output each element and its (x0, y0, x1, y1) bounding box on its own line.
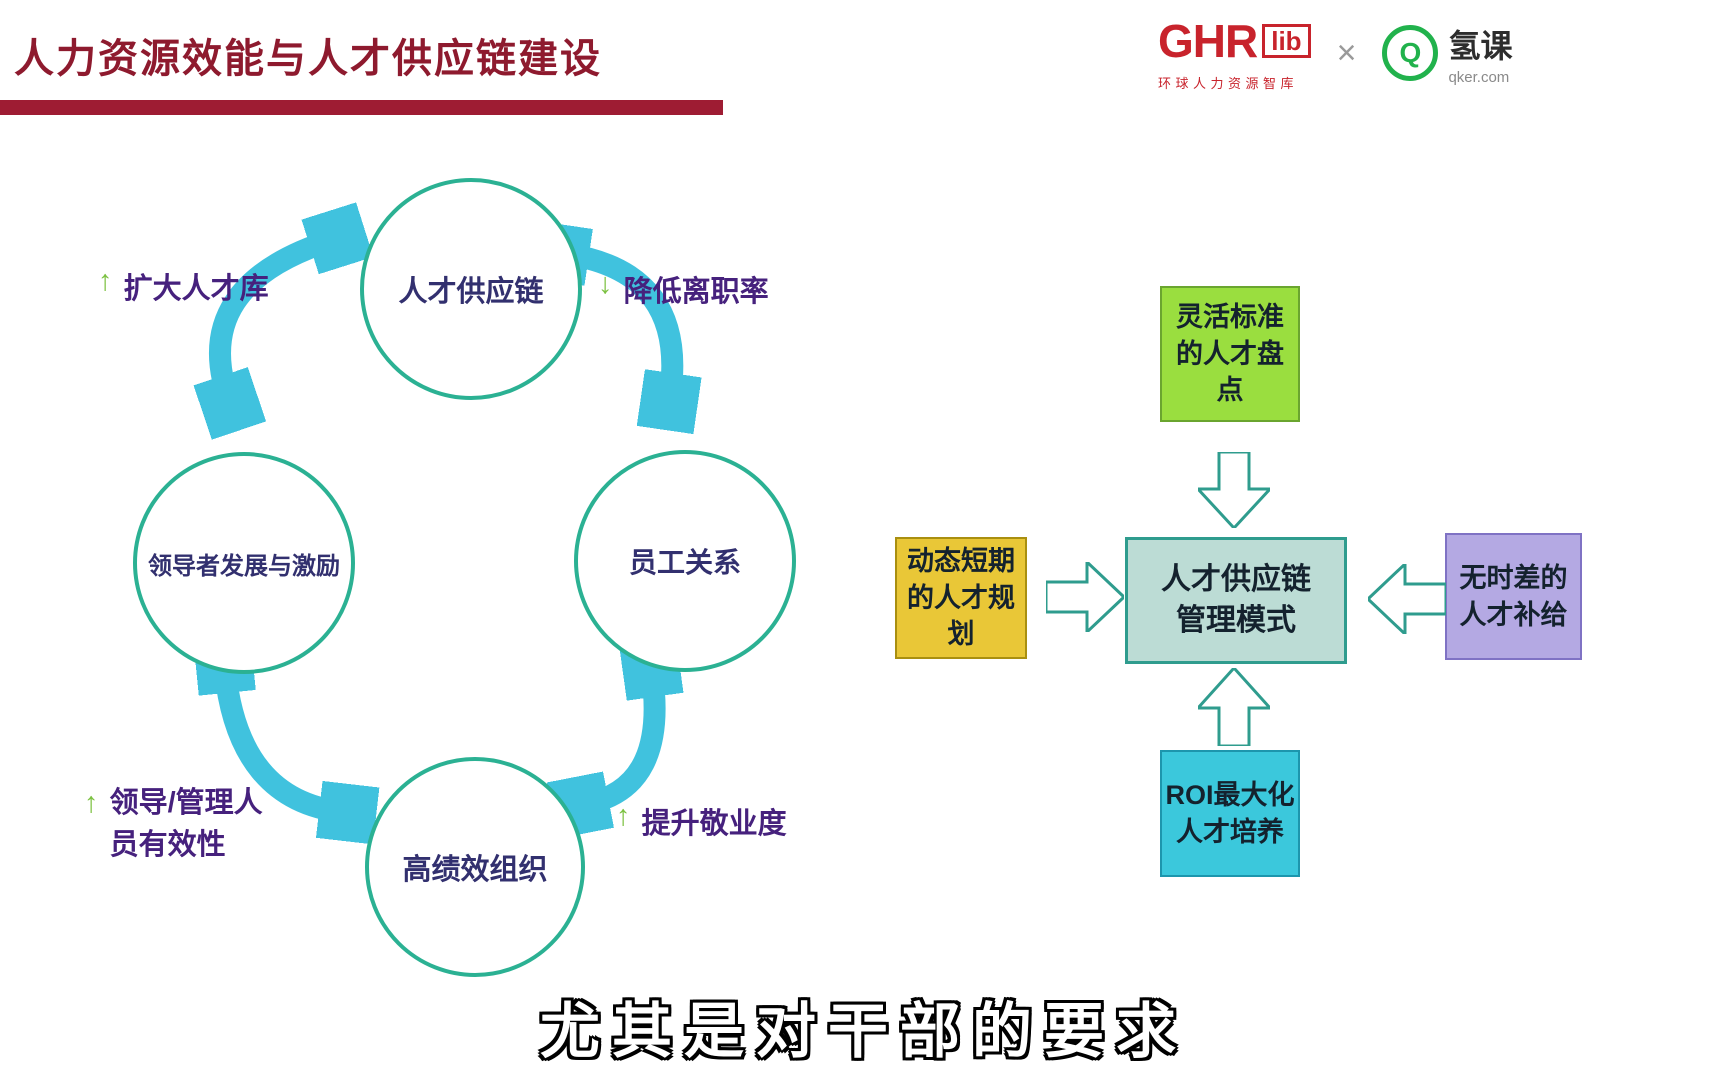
annotation-text: 扩大人才库 (123, 273, 269, 305)
ghr-lib-badge: lib (1262, 24, 1311, 58)
box-talent-supply-chain-model: 人才供应链 管理模式 (1125, 537, 1347, 664)
header-logos: GHR lib 环球人力资源智库 × Q 氢课 qker.com (1158, 14, 1512, 92)
qker-logo-icon: Q (1382, 25, 1439, 81)
node-leader-development: 领导者发展与激励 (133, 452, 355, 674)
block-arrow-right-icon (1046, 562, 1124, 632)
annotation-expand-talent-pool: ↑ 扩大人才库 (98, 265, 269, 307)
annotation-text: 领导/管理人 员有效性 (109, 787, 263, 862)
up-arrow-icon: ↑ (616, 800, 631, 832)
cycle-arrow-top-left-icon (220, 240, 332, 398)
annotation-reduce-turnover: ↓ 降低离职率 (598, 268, 769, 310)
block-arrow-down-icon (1198, 452, 1270, 528)
box-roi-maximized-training: ROI最大化 人才培养 (1160, 750, 1300, 877)
ghr-logo-row: GHR lib (1158, 14, 1311, 68)
annotation-text: 提升敬业度 (641, 808, 787, 840)
qker-logo-letter: Q (1399, 37, 1422, 68)
up-arrow-icon: ↑ (84, 787, 99, 819)
block-arrow-left-icon (1368, 564, 1446, 634)
page-title: 人力资源效能与人才供应链建设 (14, 37, 602, 81)
cycle-arrow-bottom-right-icon (586, 674, 655, 804)
qker-logo: Q 氢课 qker.com (1382, 21, 1512, 86)
title-underline-bar (0, 100, 723, 115)
box-flexible-talent-inventory: 灵活标准 的人才盘 点 (1160, 286, 1300, 422)
node-high-performance-org: 高绩效组织 (365, 757, 585, 977)
box-dynamic-short-term-planning: 动态短期 的人才规 划 (895, 537, 1027, 659)
block-arrow-up-icon (1198, 668, 1270, 746)
ghr-logo-subtitle: 环球人力资源智库 (1158, 76, 1299, 91)
node-employee-relations: 员工关系 (574, 450, 796, 672)
qker-name: 氢课 (1448, 27, 1513, 64)
node-talent-supply-chain: 人才供应链 (360, 178, 582, 400)
qker-logo-text: 氢课 qker.com (1448, 21, 1512, 86)
annotation-leader-effectiveness: ↑ 领导/管理人 员有效性 (84, 782, 263, 866)
logo-separator: × (1336, 33, 1357, 72)
ghr-logo: GHR lib 环球人力资源智库 (1158, 14, 1311, 92)
annotation-boost-engagement: ↑ 提升敬业度 (616, 800, 787, 842)
up-arrow-icon: ↑ (98, 265, 113, 297)
box-zero-lag-talent-supply: 无时差的 人才补给 (1445, 533, 1582, 660)
annotation-text: 降低离职率 (623, 276, 769, 308)
qker-domain: qker.com (1448, 68, 1510, 86)
ghr-logo-text: GHR (1158, 15, 1258, 67)
down-arrow-icon: ↓ (598, 268, 613, 300)
subtitle-caption: 尤其是对干部的要求 (539, 997, 1188, 1066)
